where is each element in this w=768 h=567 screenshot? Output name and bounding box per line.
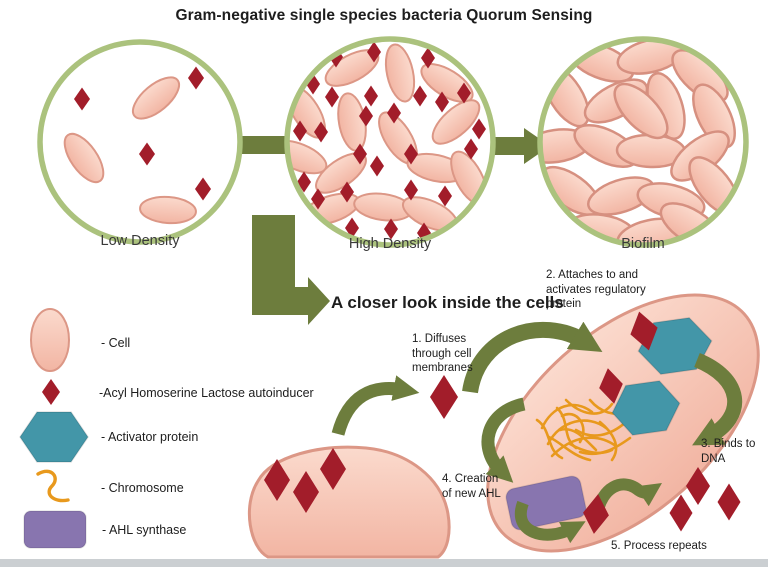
autoinducer-diamond	[430, 375, 458, 419]
autoinducer-diamond	[367, 41, 381, 63]
bacteria-cell	[131, 76, 181, 120]
bacteria-cell	[63, 132, 105, 184]
low-density-bg	[40, 42, 240, 242]
activator-protein-1	[637, 316, 713, 376]
stage-label-biofilm: Biofilm	[621, 236, 665, 252]
step-4-label: 4. Creation of new AHL	[442, 473, 501, 500]
bottom-edge-strip	[0, 559, 768, 567]
autoinducer-diamond	[438, 185, 452, 207]
autoinducer-diamond	[340, 181, 354, 203]
autoinducer-diamond	[413, 85, 427, 107]
autoinducer-diamond	[421, 47, 435, 69]
autoinducer-diamond	[464, 138, 478, 160]
closer-look-arrow	[252, 215, 330, 325]
autoinducer-diamond	[314, 121, 328, 143]
step-4-arrow	[481, 397, 526, 483]
autoinducer-diamond	[599, 368, 623, 404]
chromosome-icon	[36, 469, 70, 503]
step-2-arrow	[462, 321, 603, 394]
autoinducer-diamond	[359, 105, 373, 127]
high-density-ring	[284, 36, 496, 248]
legend-label-autoinducer: -Acyl Homoserine Lactose autoinducer	[99, 386, 314, 400]
autoinducer-diamond	[686, 467, 710, 505]
autoinducer-diamond	[311, 188, 325, 210]
autoinducer-diamond	[472, 118, 486, 140]
low-density-circle	[37, 39, 243, 245]
autoinducer-diamond	[325, 86, 339, 108]
cell-icon	[30, 308, 70, 372]
bacteria-cell	[139, 195, 197, 225]
autoinducer-diamond	[457, 82, 471, 104]
activator-protein-2	[611, 380, 681, 436]
autoinducer-diamond	[669, 494, 693, 532]
autoinducer-diamond	[630, 311, 658, 351]
autoinducer-diamond	[188, 66, 204, 90]
autoinducer-diamond	[384, 218, 398, 240]
ahl-synthase-icon	[23, 510, 87, 549]
stage-label-low-density: Low Density	[100, 233, 180, 249]
low-density-ring	[37, 39, 243, 245]
biofilm-circle	[537, 36, 749, 248]
closer-look-heading: A closer look inside the cells	[331, 293, 564, 312]
autoinducer-diamond	[364, 85, 378, 107]
autoinducer-diamond	[370, 155, 384, 177]
step-4b-arrow	[514, 500, 586, 544]
bacteria-cell	[613, 82, 669, 140]
activator-protein-icon	[19, 411, 89, 463]
legend-label-cell: - Cell	[101, 336, 131, 350]
autoinducer-diamond	[345, 217, 359, 239]
autoinducer-diamond	[404, 143, 418, 165]
autoinducer-diamond	[320, 448, 346, 490]
autoinducer-diamond	[717, 483, 741, 521]
bacteria-cell	[384, 43, 416, 103]
step-5-arrow	[591, 478, 662, 516]
autoinducer-diamond	[195, 177, 211, 201]
autoinducer-diamond	[264, 459, 290, 501]
step-1-arrow	[331, 375, 420, 436]
legend-label-ahl-synthase: - AHL synthase	[102, 523, 187, 537]
arrow-high-to-biofilm	[488, 128, 550, 164]
biofilm-ring	[537, 36, 749, 248]
autoinducer-diamond	[139, 142, 155, 166]
autoinducer-icon	[42, 379, 60, 405]
autoinducer-diamond	[435, 91, 449, 113]
autoinducer-diamond	[293, 471, 319, 513]
legend-label-activator-protein: - Activator protein	[101, 430, 199, 444]
autoinducer-diamond	[74, 87, 90, 111]
high-density-circle	[284, 36, 496, 248]
step-2-label: 2. Attaches to and activates regulatory …	[546, 269, 646, 311]
autoinducer-diamond	[293, 120, 307, 142]
chromosome-tangle	[535, 398, 632, 462]
step-1-label: 1. Diffuses through cell membranes	[412, 333, 473, 375]
autoinducer-diamond	[583, 494, 609, 534]
step-3-arrow	[692, 353, 743, 446]
bacteria-cell	[431, 99, 481, 145]
autoinducer-diamond	[404, 179, 418, 201]
step-3-label: 3. Binds to DNA	[701, 438, 756, 465]
sender-cell	[247, 445, 451, 559]
stage-label-high-density: High Density	[348, 236, 432, 252]
step-5-label: 5. Process repeats	[611, 540, 707, 552]
autoinducer-diamond	[353, 143, 367, 165]
page-title: Gram-negative single species bacteria Qu…	[175, 7, 593, 24]
legend-label-chromosome: - Chromosome	[101, 481, 184, 495]
autoinducer-diamond	[387, 102, 401, 124]
